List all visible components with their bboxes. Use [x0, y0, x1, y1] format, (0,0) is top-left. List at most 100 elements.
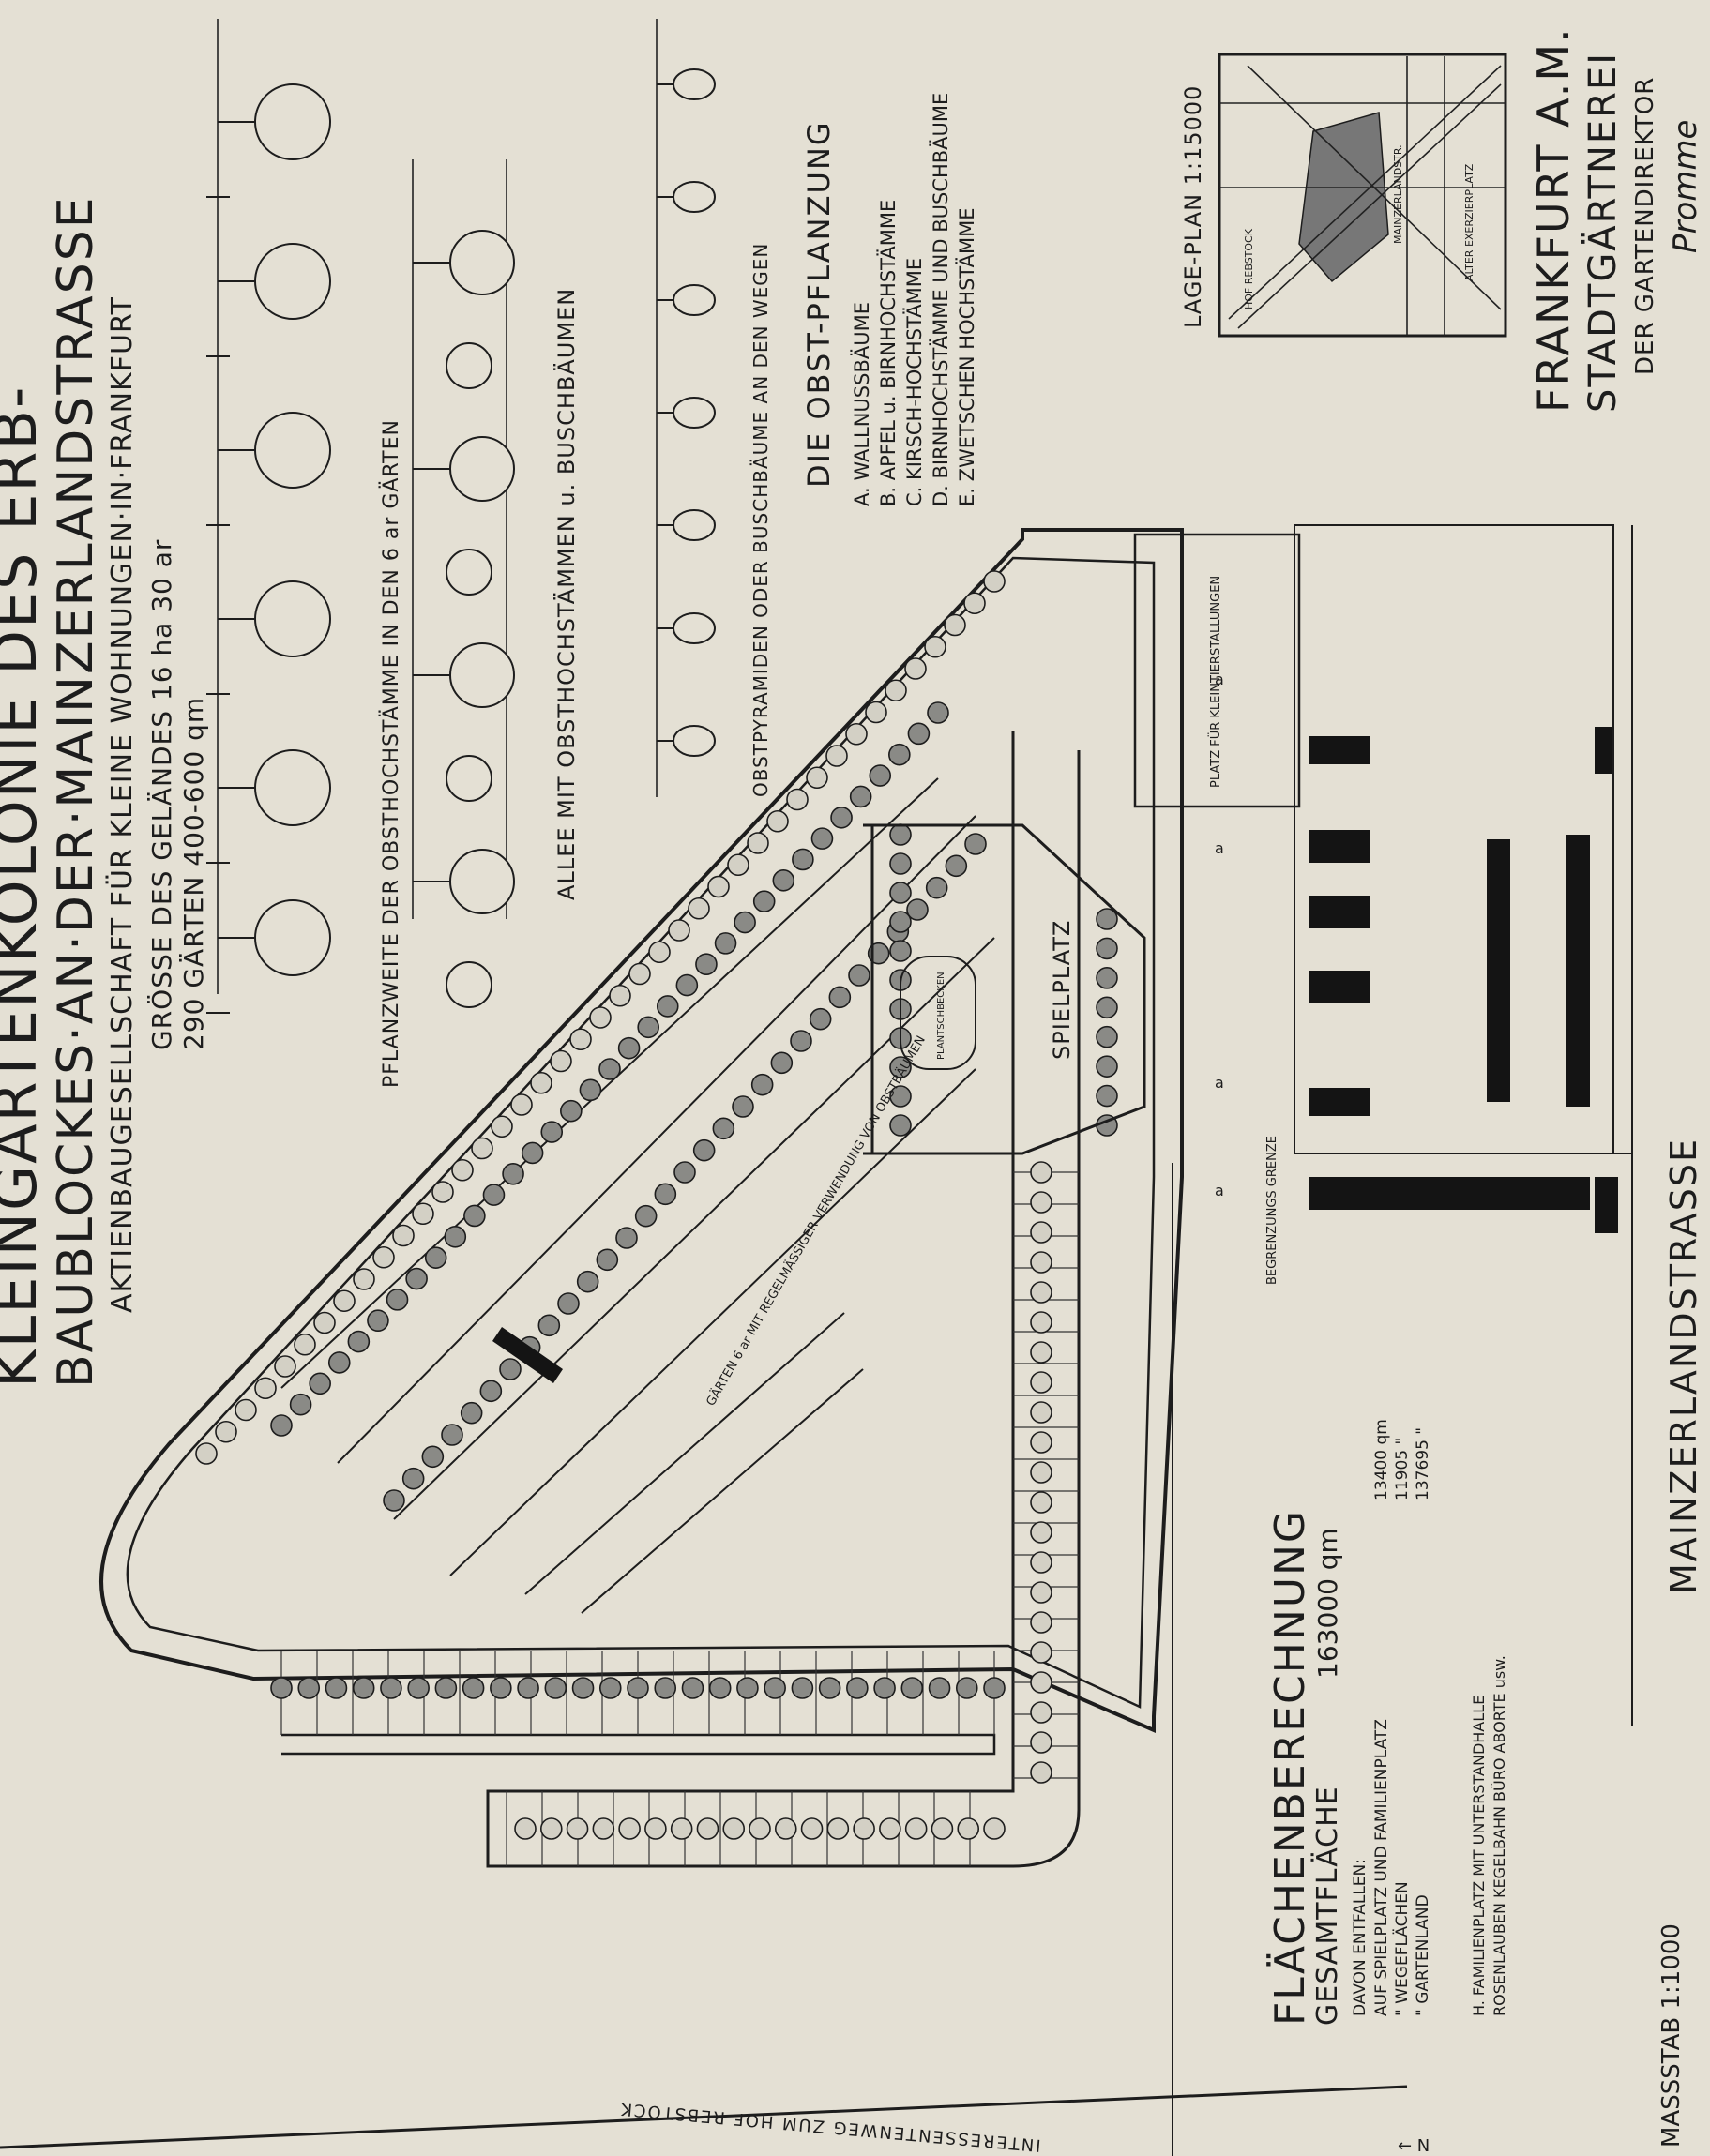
plan-tree-173	[983, 1817, 1006, 1840]
plan-tree-75	[270, 1414, 293, 1437]
plan-tree-184	[889, 1114, 912, 1137]
plan-tree-155	[514, 1817, 537, 1840]
plan-tree-168	[853, 1817, 875, 1840]
plan-tree-145	[1030, 1491, 1052, 1514]
plan-tree-165	[774, 1817, 797, 1840]
plan-tree-16	[668, 919, 690, 942]
plan-tree-31	[372, 1245, 395, 1269]
row3-pyramid-0	[673, 725, 716, 757]
plan-tree-57	[617, 1036, 641, 1060]
plan-tree-63	[502, 1162, 524, 1185]
plan-tree-65	[463, 1204, 486, 1228]
playground: PLANTSCHBECKEN SPIELPLATZ	[863, 823, 1146, 1155]
plan-tree-102	[460, 1401, 483, 1425]
area-row3-value: 137695 "	[1414, 1427, 1432, 1500]
plan-tree-138	[1030, 1281, 1052, 1304]
plan-tree-49	[772, 869, 795, 892]
plan-tree-82	[848, 964, 870, 987]
area-row3-label: " GARTENLAND	[1414, 1894, 1432, 2016]
plan-tree-112	[407, 1677, 430, 1699]
row2-bush-2	[446, 549, 492, 596]
plan-tree-32	[353, 1268, 375, 1290]
plan-tree-140	[1030, 1341, 1052, 1364]
row2-bush-0	[446, 961, 492, 1008]
plan-tree-188	[1096, 996, 1118, 1019]
plan-tree-163	[722, 1817, 746, 1840]
plan-tree-25	[491, 1115, 513, 1138]
plan-tree-122	[681, 1677, 704, 1699]
plan-tree-125	[764, 1677, 786, 1699]
plan-tree-22	[550, 1049, 572, 1073]
plan-tree-149	[1030, 1611, 1052, 1634]
pond	[900, 956, 976, 1070]
plan-tree-152	[1030, 1701, 1052, 1724]
plan-tree-44	[869, 764, 892, 787]
row3-pyramid-3	[673, 397, 716, 429]
boundary-label: BEGRENZUNGS GRENZE	[1265, 1136, 1279, 1285]
plan-tree-96	[576, 1270, 599, 1293]
plan-tree-92	[654, 1183, 677, 1206]
location-plan: LAGE-PLAN 1:15000 HOF REBSTOCK MAINZERLA…	[1180, 53, 1507, 338]
plan-tree-117	[544, 1677, 567, 1699]
plan-tree-187	[1096, 967, 1118, 989]
plan-tree-174	[889, 823, 912, 846]
plan-tree-42	[907, 722, 931, 746]
plan-tree-126	[791, 1677, 814, 1699]
plan-tree-157	[566, 1817, 589, 1840]
plan-tree-109	[325, 1677, 348, 1699]
plan-tree-177	[889, 911, 912, 933]
plan-tree-127	[818, 1677, 841, 1699]
plan-tree-38	[235, 1398, 257, 1422]
plan-tree-137	[1030, 1251, 1052, 1274]
plan-tree-129	[873, 1677, 896, 1699]
plan-tree-30	[392, 1224, 415, 1247]
plan-tree-56	[637, 1016, 659, 1039]
row3-pyramid-1	[673, 612, 716, 644]
title-line5: 290 GÄRTEN 400-600 qm	[178, 697, 209, 1050]
fruit-planting-legend: DIE OBST-PFLANZUNG A. WALLNUSSBÄUME B. A…	[801, 93, 978, 506]
plan-tree-40	[195, 1442, 218, 1465]
area-heading: FLÄCHENBERECHNUNG	[1265, 1509, 1314, 2026]
plan-tree-154	[1030, 1761, 1052, 1784]
plot-label-a4: a	[1215, 671, 1224, 688]
row2-tree-1-crown	[449, 642, 515, 708]
inner-loop-road	[486, 731, 1081, 1868]
plan-tree-90	[692, 1138, 716, 1162]
plan-tree-70	[367, 1309, 389, 1333]
plan-tree-166	[800, 1817, 824, 1840]
plan-tree-55	[656, 995, 679, 1018]
plan-tree-73	[309, 1372, 331, 1395]
plan-tree-36	[274, 1355, 296, 1378]
publisher-line3: DER GARTENDIREKTOR	[1631, 77, 1659, 375]
row2-tree-3-crown	[449, 230, 515, 295]
plan-tree-101	[479, 1380, 503, 1403]
plan-tree-54	[675, 973, 699, 997]
plan-tree-158	[592, 1817, 615, 1840]
plan-tree-85	[790, 1030, 812, 1052]
plan-tree-0	[983, 570, 1006, 593]
row3-pyramid-5	[673, 181, 716, 213]
site-boundary	[99, 528, 1184, 1734]
plan-tree-119	[598, 1677, 622, 1699]
plan-tree-134	[1030, 1161, 1052, 1184]
plan-tree-132	[955, 1677, 978, 1699]
plan-tree-93	[634, 1204, 658, 1228]
plan-tree-97	[557, 1292, 580, 1315]
plan-tree-35	[294, 1333, 316, 1356]
title-line4: GRÖSSE DES GELÄNDES 16 ha 30 ar	[145, 539, 177, 1050]
family-place-building	[492, 1327, 563, 1383]
plan-tree-58	[598, 1058, 621, 1080]
row2-bush-3	[446, 342, 492, 389]
plan-tree-130	[900, 1677, 924, 1699]
plan-tree-148	[1030, 1581, 1052, 1604]
plan-tree-162	[696, 1817, 719, 1840]
plan-tree-98	[537, 1314, 561, 1337]
location-plan-title: LAGE-PLAN 1:15000	[1180, 85, 1206, 328]
plan-tree-14	[707, 875, 730, 898]
plan-tree-15	[688, 897, 710, 920]
tree-row3-caption: OBSTPYRAMIDEN ODER BUSCHBÄUME AN DEN WEG…	[749, 243, 772, 797]
plan-tree-167	[826, 1817, 850, 1840]
row2-tree-0-crown	[449, 849, 515, 914]
row3-pyramid-6	[673, 68, 716, 100]
plan-tree-182	[889, 1056, 912, 1078]
